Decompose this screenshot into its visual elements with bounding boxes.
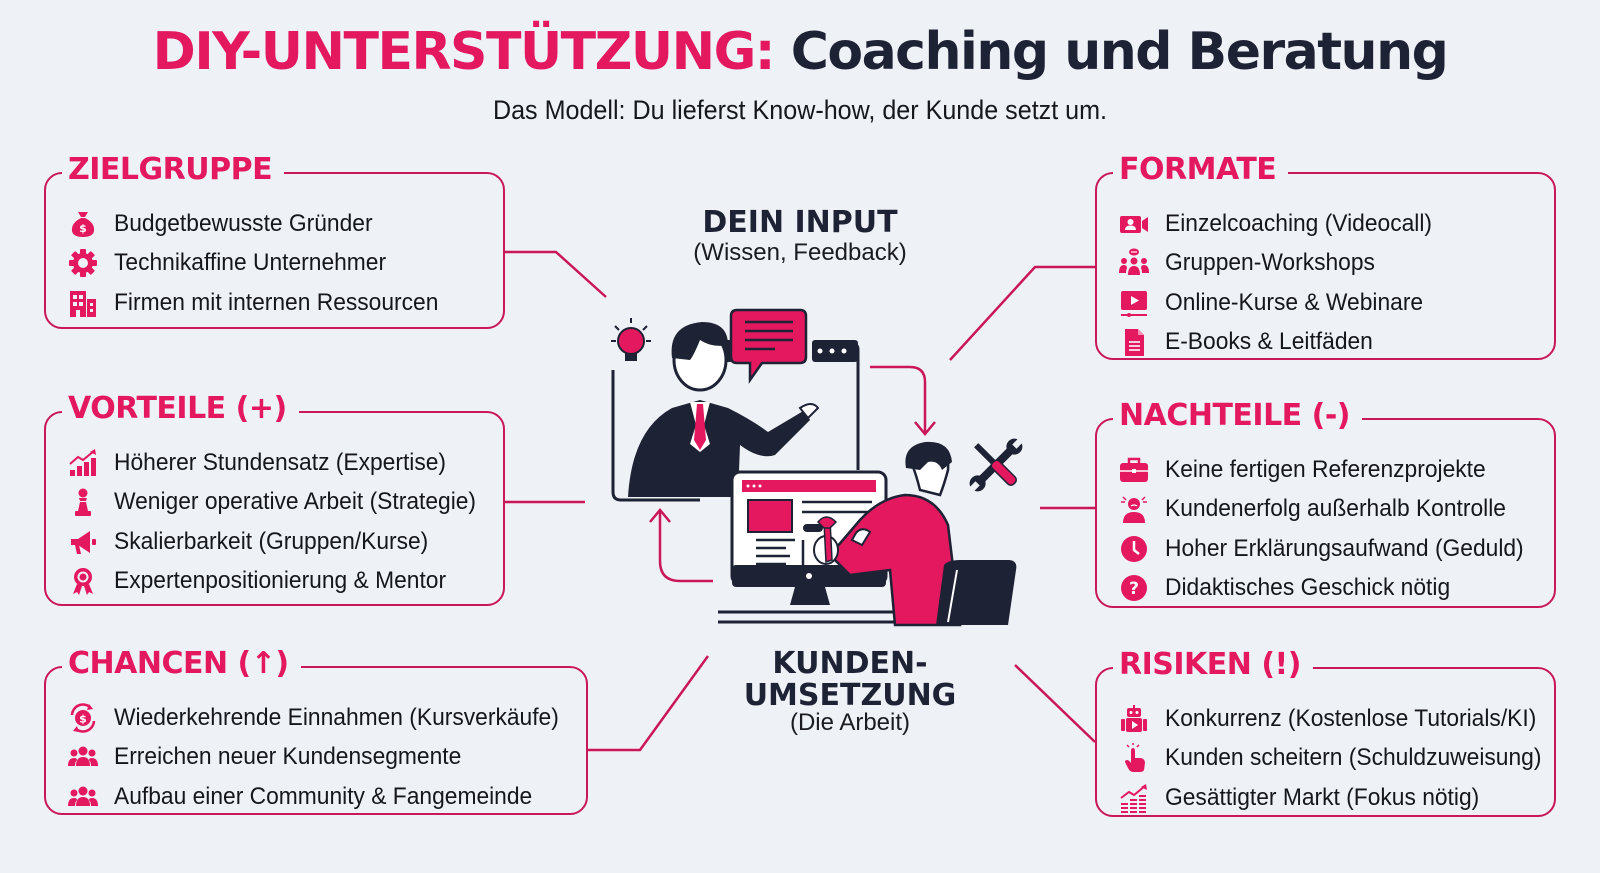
list-item: Erreichen neuer Kundensegmente bbox=[66, 738, 582, 778]
community-icon bbox=[66, 782, 100, 812]
section-title: CHANCEN (↑) bbox=[62, 642, 301, 686]
item-label: Keine fertigen Referenzprojekte bbox=[1165, 455, 1486, 483]
question-icon: ? bbox=[1117, 573, 1151, 603]
recurring-money-icon: $ bbox=[66, 702, 100, 733]
item-label: Einzelcoaching (Videocall) bbox=[1165, 209, 1433, 237]
output-label: KUNDEN- UMSETZUNG (Die Arbeit) bbox=[720, 648, 980, 737]
page-subtitle: Das Modell: Du lieferst Know-how, der Ku… bbox=[492, 95, 1108, 125]
list-item: Technikaffine Unternehmer bbox=[66, 244, 455, 284]
section-title: ZIELGRUPPE bbox=[62, 148, 285, 192]
list-item: E-Books & Leitfäden bbox=[1117, 323, 1446, 363]
clock-icon bbox=[1117, 534, 1151, 564]
list-item: Gesättigter Markt (Fokus nötig) bbox=[1117, 778, 1561, 818]
list-item: Gruppen-Workshops bbox=[1117, 244, 1446, 284]
section-vorteile: VORTEILE (+) Höherer Stundensatz (Expert… bbox=[44, 387, 505, 606]
briefcase-icon bbox=[1117, 455, 1151, 485]
output-title-line1: KUNDEN- bbox=[772, 646, 928, 681]
building-icon bbox=[66, 288, 100, 318]
chess-pawn-icon bbox=[66, 487, 100, 517]
list-item: ? Didaktisches Geschick nötig bbox=[1117, 569, 1543, 609]
list-item: Keine fertigen Referenzprojekte bbox=[1117, 450, 1543, 490]
pointing-hand-icon bbox=[1117, 743, 1151, 773]
section-title: FORMATE bbox=[1113, 148, 1289, 192]
section-title: RISIKEN (!) bbox=[1113, 643, 1313, 687]
robot-icon bbox=[1117, 704, 1151, 734]
coaching-illustration bbox=[611, 308, 1024, 627]
item-label: Aufbau einer Community & Fangemeinde bbox=[114, 782, 533, 810]
item-label: Gruppen-Workshops bbox=[1165, 249, 1375, 277]
list-item: $ Wiederkehrende Einnahmen (Kursverkäufe… bbox=[66, 698, 582, 738]
item-label: E-Books & Leitfäden bbox=[1165, 328, 1373, 356]
item-label: Konkurrenz (Kostenlose Tutorials/KI) bbox=[1165, 704, 1537, 732]
svg-text:$: $ bbox=[79, 712, 87, 725]
lightbulb-icon bbox=[611, 318, 651, 361]
output-subtitle: (Die Arbeit) bbox=[789, 709, 911, 736]
group-icon bbox=[66, 742, 100, 772]
list-item: $ Budgetbewusste Gründer bbox=[66, 204, 455, 244]
money-bag-icon: $ bbox=[66, 209, 100, 239]
item-label: Technikaffine Unternehmer bbox=[114, 249, 387, 277]
output-title-line2: UMSETZUNG bbox=[743, 677, 957, 713]
section-formate: FORMATE Einzelcoaching (Videocall) Grupp… bbox=[1095, 148, 1556, 363]
workshop-group-icon bbox=[1117, 248, 1151, 278]
section-zielgruppe: ZIELGRUPPE $ Budgetbewusste Gründer Tech… bbox=[44, 148, 505, 329]
item-label: Firmen mit internen Ressourcen bbox=[114, 288, 439, 316]
svg-text:$: $ bbox=[79, 222, 87, 235]
item-label: Kunden scheitern (Schuldzuweisung) bbox=[1165, 744, 1542, 772]
item-label: Höherer Stundensatz (Expertise) bbox=[114, 448, 447, 476]
item-label: Hoher Erklärungsaufwand (Geduld) bbox=[1165, 534, 1524, 562]
gear-icon bbox=[66, 248, 100, 278]
input-label: DEIN INPUT (Wissen, Feedback) bbox=[650, 207, 950, 267]
title-main: Coaching und Beratung bbox=[790, 22, 1449, 82]
input-title: DEIN INPUT bbox=[702, 205, 898, 240]
item-label: Gesättigter Markt (Fokus nötig) bbox=[1165, 783, 1480, 811]
award-ribbon-icon bbox=[66, 566, 100, 596]
item-label: Online-Kurse & Webinare bbox=[1165, 288, 1424, 316]
megaphone-icon bbox=[66, 527, 100, 557]
document-icon bbox=[1117, 327, 1151, 357]
input-subtitle: (Wissen, Feedback) bbox=[693, 238, 907, 266]
item-label: Kundenerfolg außerhalb Kontrolle bbox=[1165, 495, 1506, 523]
growth-chart-icon bbox=[66, 448, 100, 478]
list-item: Firmen mit internen Ressourcen bbox=[66, 283, 455, 323]
list-item: Online-Kurse & Webinare bbox=[1117, 283, 1446, 323]
title-accent: DIY-UNTERSTÜTZUNG: bbox=[152, 22, 776, 82]
section-title: NACHTEILE (-) bbox=[1113, 394, 1362, 438]
section-chancen: CHANCEN (↑) $ Wiederkehrende Einnahmen (… bbox=[44, 642, 588, 817]
list-item: Aufbau einer Community & Fangemeinde bbox=[66, 777, 582, 817]
saturated-market-icon bbox=[1117, 783, 1151, 813]
item-label: Didaktisches Geschick nötig bbox=[1165, 574, 1451, 602]
list-item: Hoher Erklärungsaufwand (Geduld) bbox=[1117, 529, 1543, 569]
item-label: Skalierbarkeit (Gruppen/Kurse) bbox=[114, 527, 429, 555]
list-item: Expertenpositionierung & Mentor bbox=[66, 562, 495, 602]
stressed-person-icon bbox=[1117, 494, 1151, 524]
item-label: Wiederkehrende Einnahmen (Kursverkäufe) bbox=[114, 703, 559, 731]
item-label: Budgetbewusste Gründer bbox=[114, 209, 373, 237]
section-risiken: RISIKEN (!) Konkurrenz (Kostenlose Tutor… bbox=[1095, 643, 1556, 817]
video-play-icon bbox=[1117, 288, 1151, 318]
list-item: Skalierbarkeit (Gruppen/Kurse) bbox=[66, 522, 495, 562]
item-label: Expertenpositionierung & Mentor bbox=[114, 567, 447, 595]
list-item: Konkurrenz (Kostenlose Tutorials/KI) bbox=[1117, 699, 1561, 739]
list-item: Weniger operative Arbeit (Strategie) bbox=[66, 483, 495, 523]
section-nachteile: NACHTEILE (-) Keine fertigen Referenzpro… bbox=[1095, 394, 1556, 609]
item-label: Erreichen neuer Kundensegmente bbox=[114, 743, 462, 771]
video-call-icon bbox=[1117, 209, 1151, 239]
list-item: Einzelcoaching (Videocall) bbox=[1117, 204, 1446, 244]
item-label: Weniger operative Arbeit (Strategie) bbox=[114, 488, 477, 516]
list-item: Höherer Stundensatz (Expertise) bbox=[66, 443, 495, 483]
list-item: Kunden scheitern (Schuldzuweisung) bbox=[1117, 739, 1561, 779]
list-item: Kundenerfolg außerhalb Kontrolle bbox=[1117, 490, 1543, 530]
section-title: VORTEILE (+) bbox=[62, 387, 299, 431]
svg-text:?: ? bbox=[1129, 579, 1139, 599]
page-title: DIY-UNTERSTÜTZUNG: Coaching und Beratung bbox=[0, 26, 1600, 78]
